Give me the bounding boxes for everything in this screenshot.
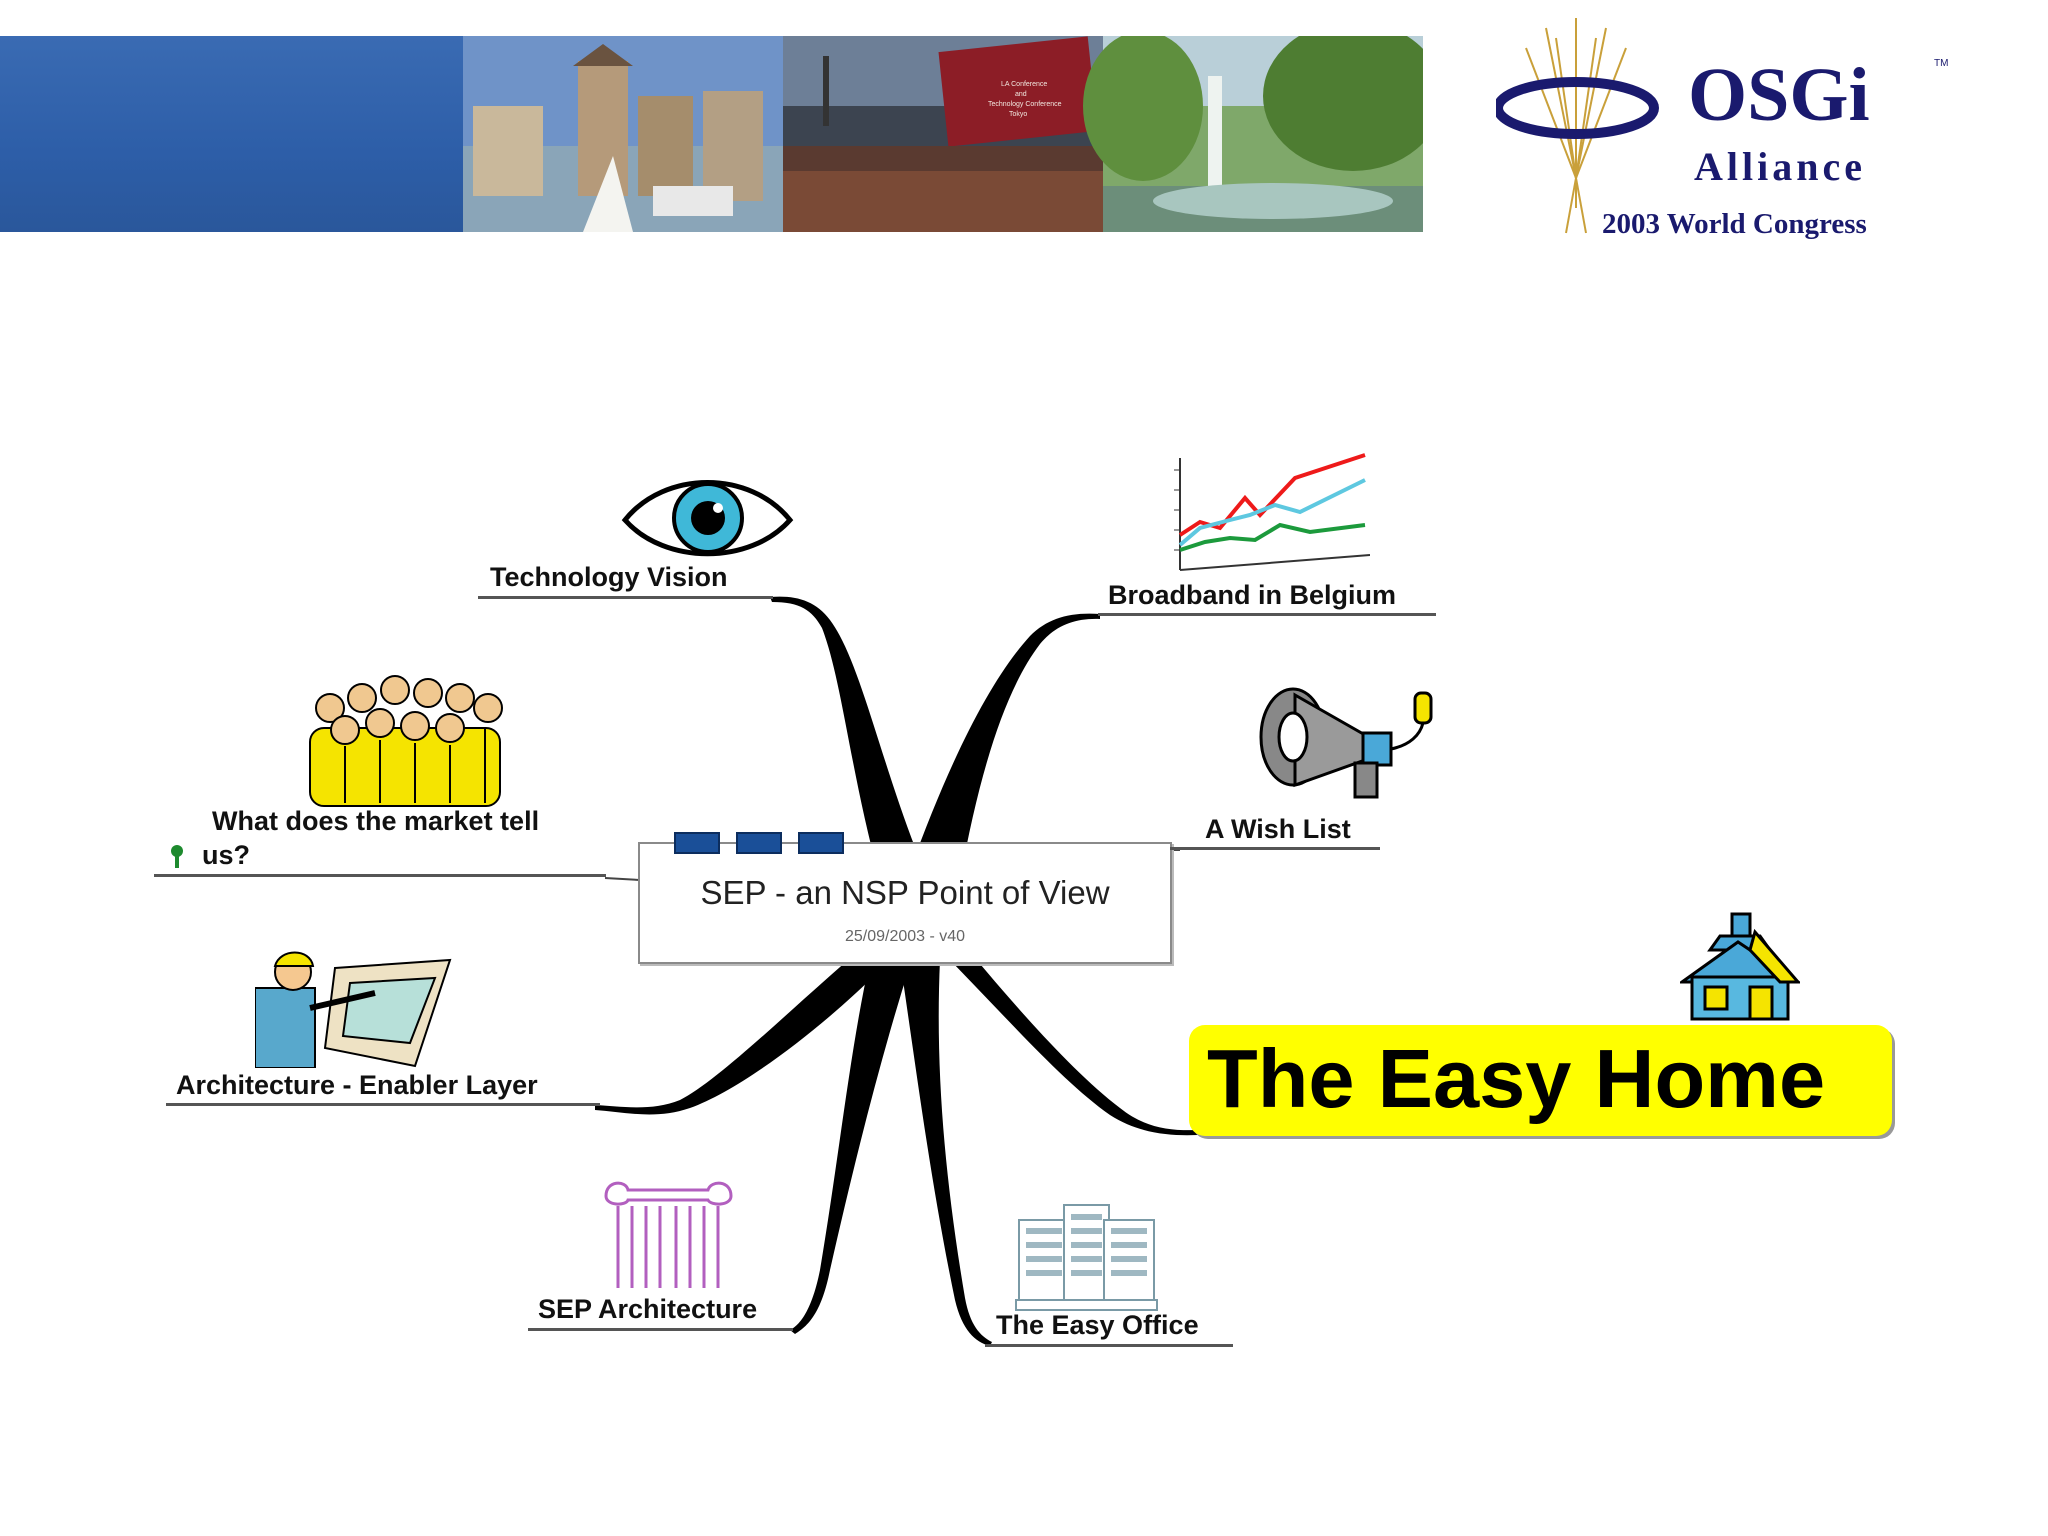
house-icon — [1680, 912, 1800, 1024]
branch-underline — [528, 1328, 793, 1331]
branch-easy-home-label: The Easy Home — [1207, 1031, 1825, 1127]
branch-technology-vision[interactable]: Technology Vision — [490, 562, 728, 593]
line-chart-icon — [1160, 450, 1370, 575]
people-crowd-icon — [300, 668, 510, 808]
branch-market-line2[interactable]: us? — [202, 840, 250, 871]
central-topic-subtitle: 25/09/2003 - v40 — [640, 928, 1170, 946]
topic-tab — [736, 832, 782, 854]
branch-sep-architecture[interactable]: SEP Architecture — [538, 1294, 757, 1325]
branch-easy-office[interactable]: The Easy Office — [996, 1310, 1199, 1341]
branch-wish-list[interactable]: A Wish List — [1205, 814, 1351, 845]
central-topic[interactable]: SEP - an NSP Point of View 25/09/2003 - … — [638, 842, 1172, 964]
central-topic-title: SEP - an NSP Point of View — [640, 874, 1170, 912]
branch-easy-home[interactable]: The Easy Home — [1189, 1025, 1892, 1136]
megaphone-icon — [1255, 685, 1445, 810]
branch-underline — [985, 1344, 1233, 1347]
branch-underline — [154, 874, 606, 877]
branch-market-line1[interactable]: What does the market tell — [212, 806, 539, 837]
eye-icon — [620, 470, 795, 565]
topic-tab — [674, 832, 720, 854]
pin-marker-icon — [168, 844, 186, 870]
branch-underline — [1170, 847, 1380, 850]
branch-underline — [166, 1103, 600, 1106]
branch-architecture-enabler[interactable]: Architecture - Enabler Layer — [176, 1070, 538, 1101]
branch-broadband-belgium[interactable]: Broadband in Belgium — [1108, 580, 1396, 611]
branch-underline — [478, 596, 773, 599]
column-icon — [596, 1176, 741, 1294]
office-building-icon — [1014, 1200, 1159, 1312]
architect-icon — [255, 948, 455, 1068]
branch-underline — [1098, 613, 1436, 616]
topic-tab — [798, 832, 844, 854]
